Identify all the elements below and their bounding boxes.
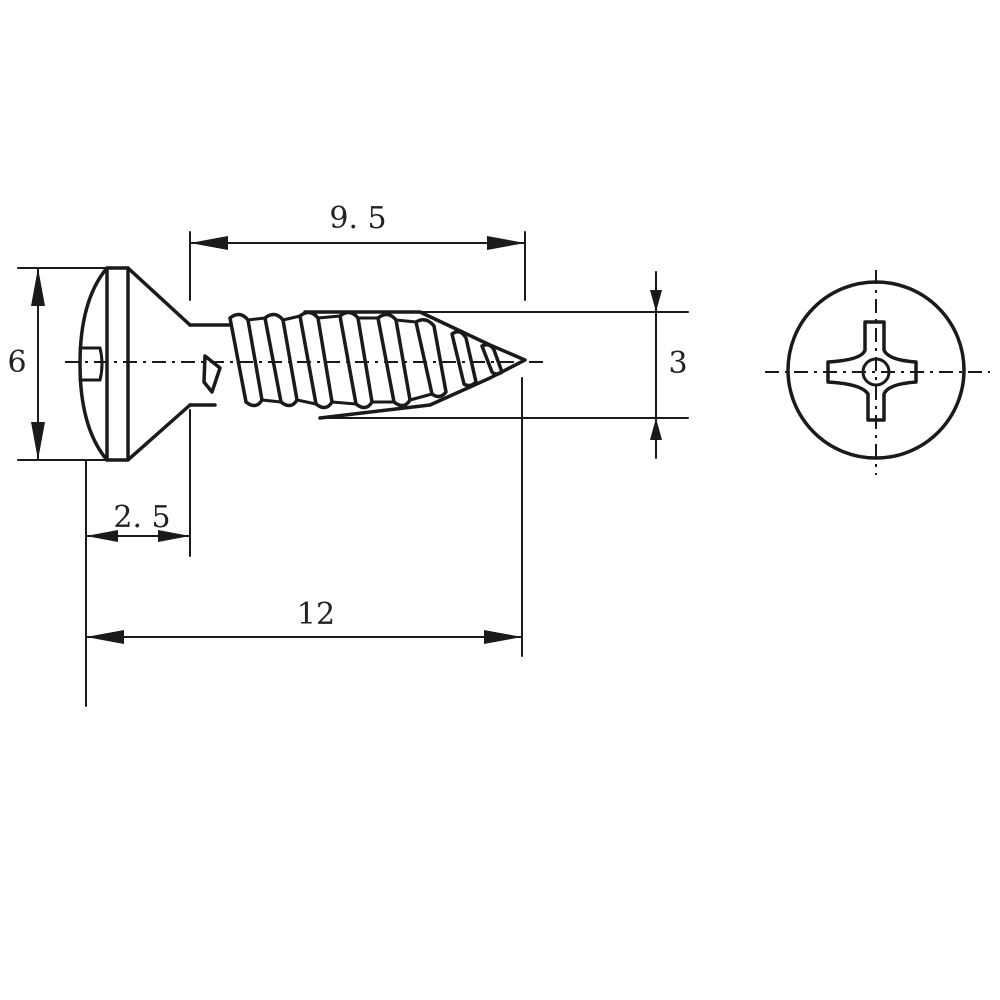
thread-crest (376, 312, 412, 408)
screw-countersink (105, 266, 192, 462)
arrowhead (484, 630, 522, 644)
thread-root (281, 314, 302, 322)
screw-head-slot (78, 346, 104, 382)
head-diameter-label: 6 (7, 345, 26, 380)
phillips-cross-recess (826, 320, 918, 422)
screw-end-view (765, 270, 990, 475)
thread-crest (338, 310, 374, 410)
dimension-thread-length: 9. 5 (189, 201, 526, 301)
thread-length-label: 9. 5 (329, 201, 386, 236)
thread-crest (228, 312, 264, 408)
overall-length-label: 12 (297, 597, 335, 632)
shank-diameter-label: 3 (668, 346, 687, 381)
thread-root (408, 392, 434, 402)
screw-side-view (65, 266, 545, 462)
arrowhead (158, 530, 190, 542)
arrowhead (31, 422, 45, 460)
thread-root (394, 318, 418, 324)
dimension-overall-length: 12 (85, 377, 523, 707)
arrowhead (86, 530, 118, 542)
arrowhead (650, 290, 662, 312)
thread-crest (450, 330, 478, 388)
arrowhead (650, 418, 662, 440)
head-height-label: 2. 5 (113, 500, 170, 535)
thread-root (295, 398, 318, 406)
thread-crest (414, 318, 448, 399)
thread-roots (246, 314, 434, 406)
arrowhead (487, 236, 525, 250)
arrowhead (190, 236, 228, 250)
arrowhead (31, 268, 45, 306)
arrowhead (86, 630, 124, 644)
thread-root (316, 314, 342, 320)
thread-crest (480, 342, 504, 376)
thread-runout (202, 354, 222, 394)
thread-crest (263, 312, 299, 408)
dimension-head-diameter: 6 (7, 267, 108, 461)
dimension-head-height: 2. 5 (85, 409, 191, 557)
recess-center (861, 357, 891, 387)
thread-root (246, 316, 267, 322)
thread-root (260, 398, 283, 404)
dimension-shank-diameter: 3 (304, 271, 689, 459)
thread-crest (298, 310, 334, 410)
thread-root (330, 400, 358, 406)
screw-head-outline (78, 266, 109, 462)
screw-shank (188, 323, 232, 407)
